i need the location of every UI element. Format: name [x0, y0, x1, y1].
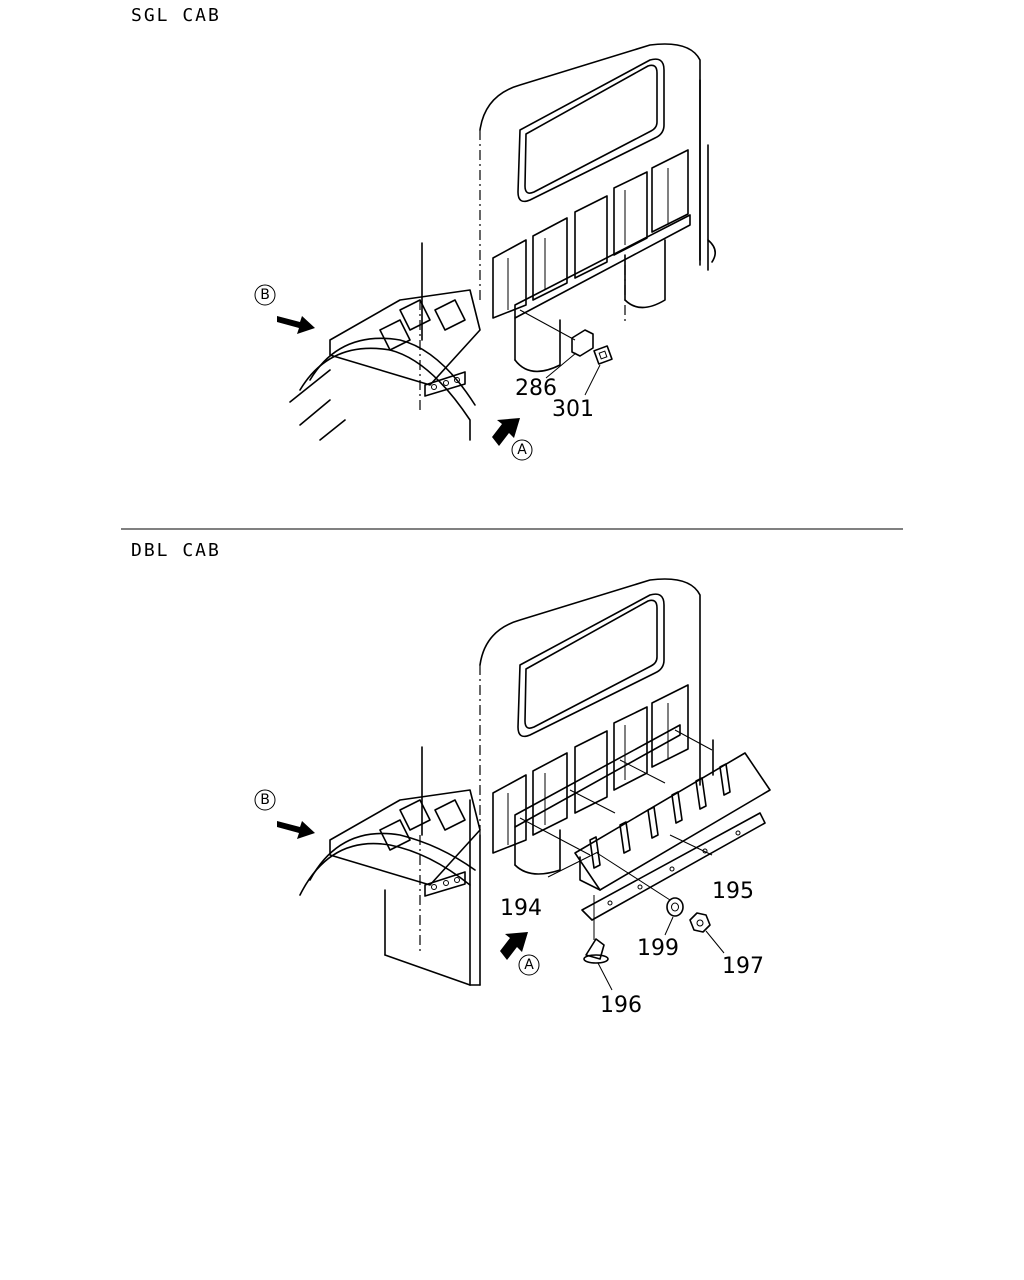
part-label-301: 301 — [552, 397, 594, 422]
section-title-sgl: SGL CAB — [131, 5, 221, 26]
view-b-callout-sgl: B — [254, 284, 276, 306]
view-b-callout-dbl: B — [254, 789, 276, 811]
part-label-195: 195 — [712, 879, 754, 904]
view-a-callout-sgl: A — [511, 439, 533, 461]
view-a-callout-dbl: A — [518, 954, 540, 976]
part-label-199: 199 — [637, 936, 679, 961]
view-b-label-sgl: B — [260, 287, 270, 303]
view-b-label-dbl: B — [260, 792, 270, 808]
section-title-dbl: DBL CAB — [131, 540, 221, 561]
view-a-label-sgl: A — [517, 442, 527, 458]
sgl-cab-assembly: B A 286 301 — [254, 43, 716, 461]
part-label-194: 194 — [500, 896, 542, 921]
part-label-197: 197 — [722, 954, 764, 979]
part-label-286: 286 — [515, 376, 557, 401]
view-a-label-dbl: A — [524, 957, 534, 973]
part-label-196: 196 — [600, 993, 642, 1018]
dbl-cab-assembly: B A 194 195 199 197 196 — [254, 578, 771, 1018]
